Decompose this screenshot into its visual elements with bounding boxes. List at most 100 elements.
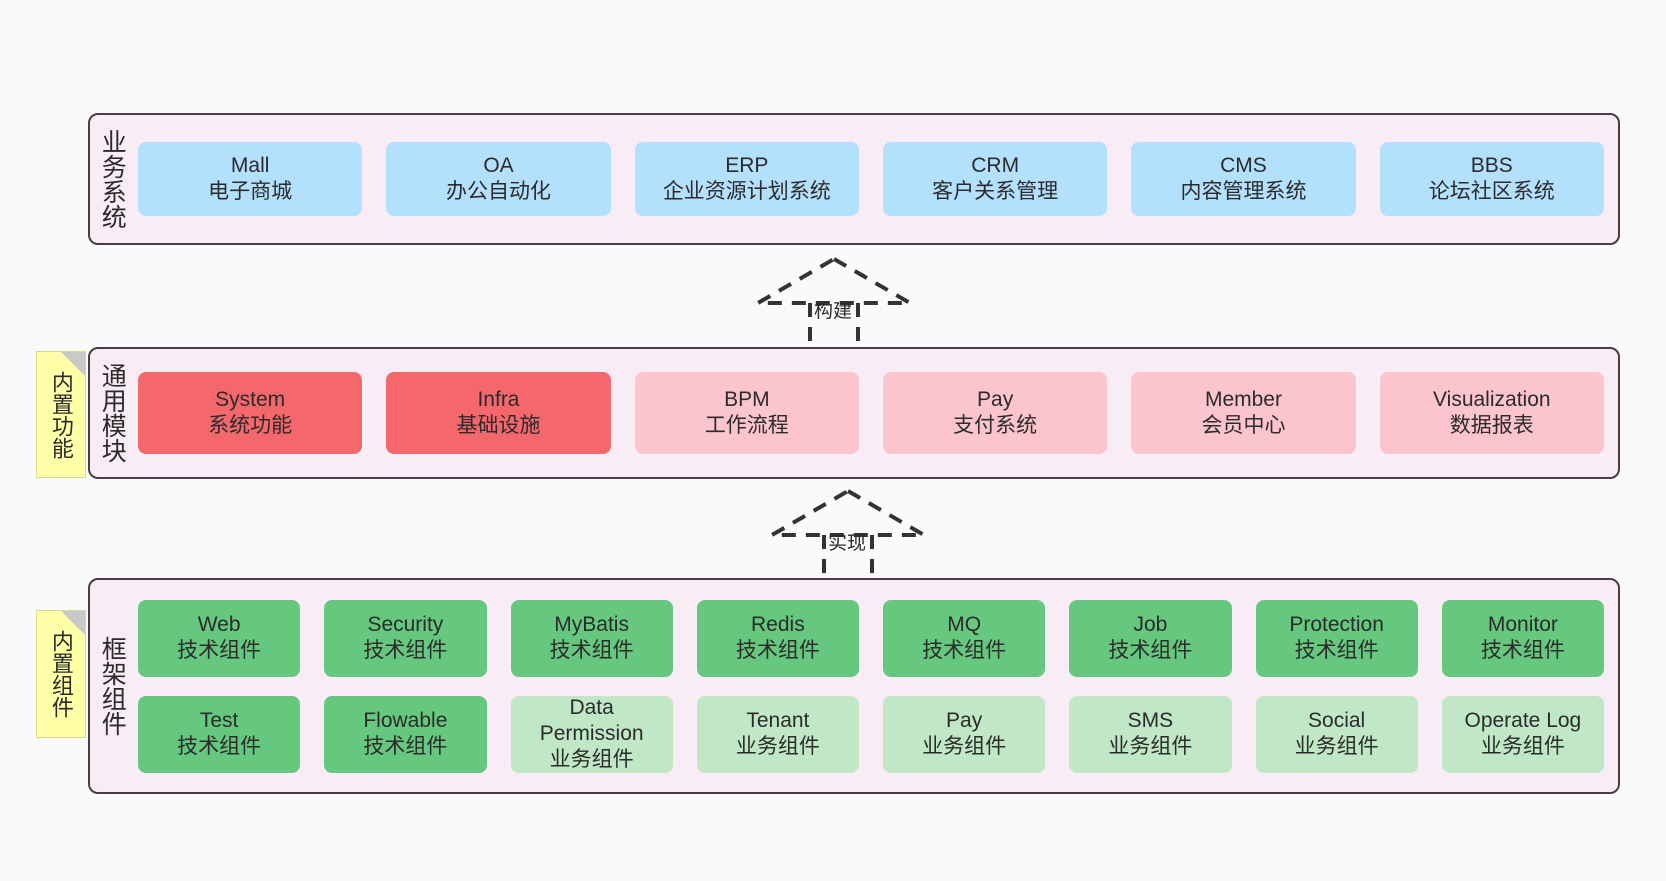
card-title: SMS xyxy=(1127,708,1174,732)
note-builtin-components-label: 内置组件 xyxy=(48,630,74,718)
framework-component-mybatis-card[interactable]: MyBatis 技术组件 xyxy=(510,599,673,677)
card-subtitle: 技术组件 xyxy=(735,639,820,662)
business-system-bbs-card[interactable]: BBS 论坛社区系统 xyxy=(1379,142,1604,216)
framework-component-tenant-card[interactable]: Tenant 业务组件 xyxy=(696,695,859,773)
card-title: CMS xyxy=(1220,153,1267,177)
card-subtitle: 技术组件 xyxy=(363,639,448,662)
business-system-oa-card[interactable]: OA 办公自动化 xyxy=(386,142,611,216)
business-system-cms-card[interactable]: CMS 内容管理系统 xyxy=(1131,142,1356,216)
common-modules-layer-title: 通用模块 xyxy=(98,363,127,463)
framework-component-protection-card[interactable]: Protection 技术组件 xyxy=(1255,599,1418,677)
card-title: Web xyxy=(197,612,241,636)
card-subtitle: 业务组件 xyxy=(549,748,634,772)
card-title: Redis xyxy=(751,612,805,636)
card-subtitle: 客户关系管理 xyxy=(932,180,1059,203)
common-module-member-card[interactable]: Member 会员中心 xyxy=(1131,372,1356,454)
card-title: Security xyxy=(367,612,444,636)
card-subtitle: 会员中心 xyxy=(1201,414,1286,437)
card-subtitle: 支付系统 xyxy=(953,414,1038,437)
card-title: Visualization xyxy=(1433,387,1551,411)
card-subtitle: 业务组件 xyxy=(1108,735,1193,758)
note-builtin-functions-label: 内置功能 xyxy=(48,370,74,459)
card-subtitle: 论坛社区系统 xyxy=(1428,180,1555,203)
card-subtitle: 办公自动化 xyxy=(445,180,551,203)
card-subtitle: 技术组件 xyxy=(1294,639,1379,662)
implement-relation-arrow: 实现 xyxy=(764,488,932,579)
card-subtitle: 内容管理系统 xyxy=(1180,180,1307,203)
framework-component-flowable-card[interactable]: Flowable 技术组件 xyxy=(324,695,487,773)
card-title: Operate Log xyxy=(1464,708,1582,732)
card-subtitle: 技术组件 xyxy=(549,639,634,662)
card-title: MyBatis xyxy=(554,612,629,636)
note-builtin-components: 内置组件 xyxy=(36,610,86,738)
card-subtitle: 业务组件 xyxy=(735,735,820,758)
card-title: Member xyxy=(1204,387,1282,411)
framework-component-job-card[interactable]: Job 技术组件 xyxy=(1069,599,1232,677)
card-title: OA xyxy=(483,153,514,177)
framework-component-security-card[interactable]: Security 技术组件 xyxy=(324,599,487,677)
card-title: Monitor xyxy=(1487,612,1558,636)
arrow-stem xyxy=(822,535,874,579)
build-arrow-label: 构建 xyxy=(814,301,853,322)
business-system-mall-card[interactable]: Mall 电子商城 xyxy=(138,142,363,216)
framework-component-social-card[interactable]: Social 业务组件 xyxy=(1255,695,1418,773)
framework-component-mq-card[interactable]: MQ 技术组件 xyxy=(883,599,1046,677)
card-subtitle: 业务组件 xyxy=(1294,735,1379,758)
common-module-visualization-card[interactable]: Visualization 数据报表 xyxy=(1379,372,1604,454)
card-title: Tenant xyxy=(746,708,810,732)
common-module-system-card[interactable]: System 系统功能 xyxy=(138,372,363,454)
framework-component-sms-card[interactable]: SMS 业务组件 xyxy=(1069,695,1232,773)
card-title: Flowable xyxy=(363,708,448,732)
common-module-pay-card[interactable]: Pay 支付系统 xyxy=(882,372,1108,454)
card-title: MQ xyxy=(947,612,982,636)
card-subtitle: 技术组件 xyxy=(1108,639,1193,662)
card-title: Protection xyxy=(1289,612,1384,636)
card-title: Infra xyxy=(477,387,520,411)
card-title: CRM xyxy=(971,153,1020,177)
common-module-infra-card[interactable]: Infra 基础设施 xyxy=(386,372,611,454)
card-subtitle: 系统功能 xyxy=(208,414,293,437)
business-system-crm-card[interactable]: CRM 客户关系管理 xyxy=(882,142,1108,216)
build-relation-arrow: 构建 xyxy=(750,256,918,347)
card-subtitle: 技术组件 xyxy=(922,639,1007,662)
framework-component-redis-card[interactable]: Redis 技术组件 xyxy=(696,599,859,677)
card-subtitle: 数据报表 xyxy=(1449,414,1534,437)
framework-component-test-card[interactable]: Test 技术组件 xyxy=(138,695,301,773)
card-title: Pay xyxy=(946,708,983,732)
card-title: BBS xyxy=(1470,153,1513,177)
business-systems-layer-title: 业务系统 xyxy=(98,129,127,229)
card-title: Job xyxy=(1133,612,1168,636)
card-title: BPM xyxy=(724,387,770,411)
card-subtitle: 技术组件 xyxy=(177,735,262,758)
framework-components-layer-title: 框架组件 xyxy=(98,636,127,736)
implement-arrow-label: 实现 xyxy=(828,533,867,554)
card-title: Mall xyxy=(230,153,270,177)
framework-component-pay-card[interactable]: Pay 业务组件 xyxy=(883,695,1046,773)
card-title: Social xyxy=(1308,708,1366,732)
card-subtitle: 技术组件 xyxy=(363,735,448,758)
card-subtitle: 电子商城 xyxy=(208,180,293,203)
arrow-stem xyxy=(808,303,860,347)
card-title: System xyxy=(215,387,286,411)
card-title: Pay xyxy=(977,387,1014,411)
card-title: Test xyxy=(199,708,239,732)
card-subtitle: 业务组件 xyxy=(922,735,1007,758)
card-subtitle: 基础设施 xyxy=(456,414,541,437)
